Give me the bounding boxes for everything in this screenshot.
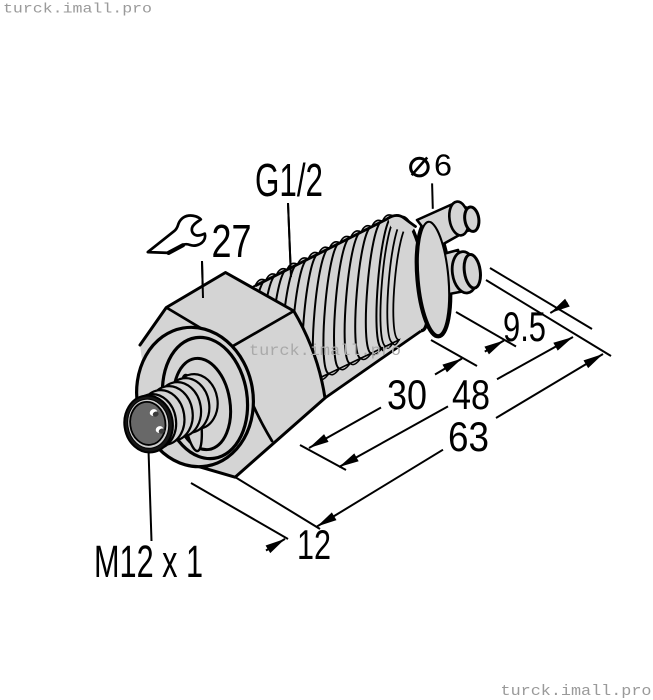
svg-text:30: 30 (387, 371, 427, 418)
svg-text:48: 48 (452, 371, 490, 418)
svg-text:9.5: 9.5 (503, 303, 546, 350)
svg-text:6: 6 (434, 148, 452, 183)
svg-text:63: 63 (448, 413, 489, 460)
svg-text:27: 27 (212, 215, 252, 267)
svg-text:M12 x 1: M12 x 1 (94, 536, 203, 587)
svg-text:12: 12 (297, 521, 331, 568)
svg-text:G1/2: G1/2 (255, 154, 323, 206)
svg-text:turck.imall.pro: turck.imall.pro (249, 342, 401, 360)
svg-text:turck.imall.pro: turck.imall.pro (3, 2, 152, 18)
svg-text:turck.imall.pro: turck.imall.pro (501, 683, 652, 700)
